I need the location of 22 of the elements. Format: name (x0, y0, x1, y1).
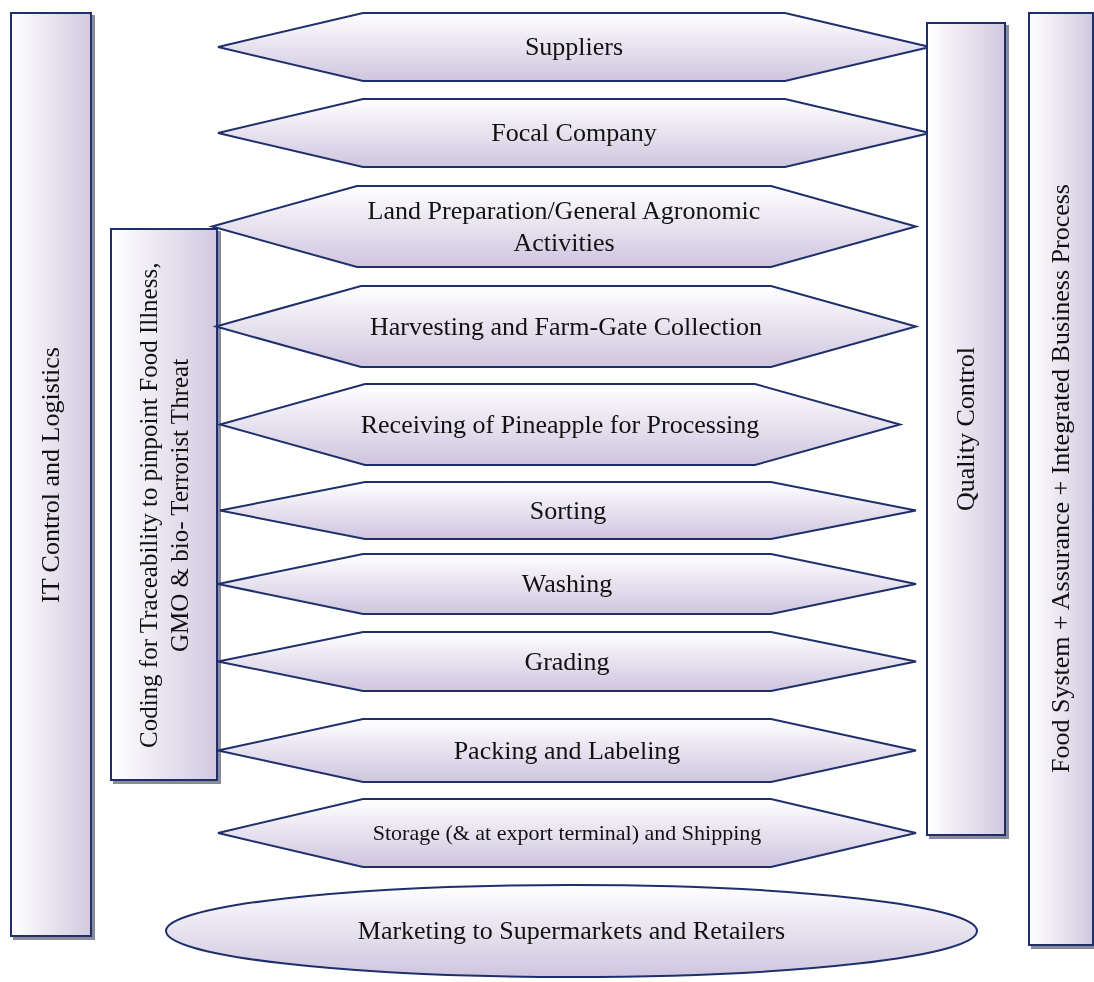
ellipse-band (165, 884, 978, 978)
hexagon-band (220, 481, 916, 540)
band-label: Marketing to Supermarkets and Retailers (356, 914, 787, 947)
hexagon-band (218, 553, 916, 615)
vertical-bar (110, 228, 218, 781)
hexagon-band (218, 798, 916, 868)
bar-label: Coding for Traceability to pinpoint Food Illness, GMO & bio- Terrorist Threat (133, 260, 194, 750)
bar-label: Quality Control (949, 346, 981, 513)
band-label: Focal Company (490, 116, 658, 149)
band-label: Grading (523, 645, 611, 678)
band-label: Packing and Labeling (452, 734, 682, 767)
bar-label: Food System + Assurance + Integrated Business Process (1044, 183, 1076, 776)
vertical-bar (1028, 12, 1094, 946)
band-label: Storage (& at export terminal) and Shipping (371, 819, 763, 847)
hexagon-band (218, 631, 916, 692)
band-label: Washing (520, 567, 614, 600)
vertical-bar (10, 12, 92, 937)
hexagon-band (218, 718, 916, 783)
bar-label: IT Control and Logistics (34, 345, 66, 605)
band-label: Suppliers (523, 30, 625, 63)
vertical-bar (926, 22, 1006, 836)
band-label: Sorting (528, 494, 608, 527)
